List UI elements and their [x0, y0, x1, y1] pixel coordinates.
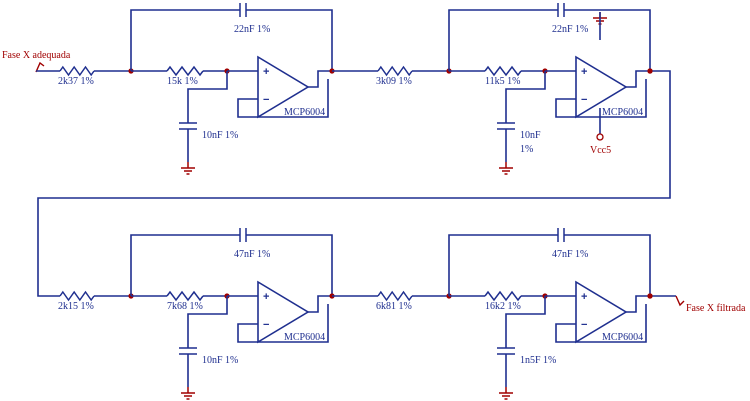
resistor-label: 16k2 1%: [485, 301, 521, 312]
resistor-rin-4: [378, 292, 412, 300]
output-arrow-icon: [676, 296, 684, 305]
capacitor-label: 47nF 1%: [234, 249, 270, 260]
resistor-label: 7k68 1%: [167, 301, 203, 312]
opamp-part-label: MCP6004: [284, 107, 325, 118]
opamp-part-label: MCP6004: [284, 332, 325, 343]
vcc-label: Vcc5: [590, 145, 611, 156]
resistor-rmid-1: [167, 67, 203, 75]
resistor-rmid-2: [485, 67, 521, 75]
output-net: [676, 296, 684, 305]
resistor-label: 6k81 1%: [376, 301, 412, 312]
opamp-part-label: MCP6004: [602, 332, 643, 343]
opamp-plus-pin: +: [581, 291, 587, 303]
capacitor-label: 1n5F 1%: [520, 355, 556, 366]
opamp-minus-pin: −: [263, 319, 269, 331]
ground-icon: [181, 162, 195, 174]
resistor-rin-3: [60, 292, 94, 300]
output-net-label: Fase X filtrada: [686, 303, 746, 314]
capacitor-label: 1%: [520, 144, 533, 155]
opamp-part-label: MCP6004: [602, 107, 643, 118]
wire: [449, 235, 558, 296]
capacitor-label: 47nF 1%: [552, 249, 588, 260]
ground-icon: [181, 387, 195, 399]
resistor-label: 2k15 1%: [58, 301, 94, 312]
resistor-label: 3k09 1%: [376, 76, 412, 87]
junction-dot: [647, 68, 652, 73]
capacitor-label: 10nF: [520, 130, 541, 141]
wire: [131, 10, 240, 71]
junction-dot: [647, 293, 652, 298]
opamp-minus-pin: −: [581, 319, 587, 331]
resistor-rin-1: [60, 67, 94, 75]
wire: [449, 10, 558, 71]
vcc-terminal: [597, 134, 603, 140]
opamp-minus-pin: −: [263, 94, 269, 106]
input-net-label: Fase X adequada: [2, 50, 71, 61]
ground-icon: [499, 387, 513, 399]
wire: [131, 235, 240, 296]
resistor-label: 11k5 1%: [485, 76, 520, 87]
capacitor-label: 22nF 1%: [552, 24, 588, 35]
capacitor-label: 10nF 1%: [202, 130, 238, 141]
resistor-rin-2: [378, 67, 412, 75]
opamp-plus-pin: +: [263, 66, 269, 78]
resistor-label: 2k37 1%: [58, 76, 94, 87]
capacitor-label: 22nF 1%: [234, 24, 270, 35]
resistor-rmid-3: [167, 292, 203, 300]
opamp-plus-pin: +: [263, 291, 269, 303]
resistor-rmid-4: [485, 292, 521, 300]
opamp-minus-pin: −: [581, 94, 587, 106]
capacitor-label: 10nF 1%: [202, 355, 238, 366]
resistor-label: 15k 1%: [167, 76, 198, 87]
opamp-plus-pin: +: [581, 66, 587, 78]
ground-icon: [499, 162, 513, 174]
